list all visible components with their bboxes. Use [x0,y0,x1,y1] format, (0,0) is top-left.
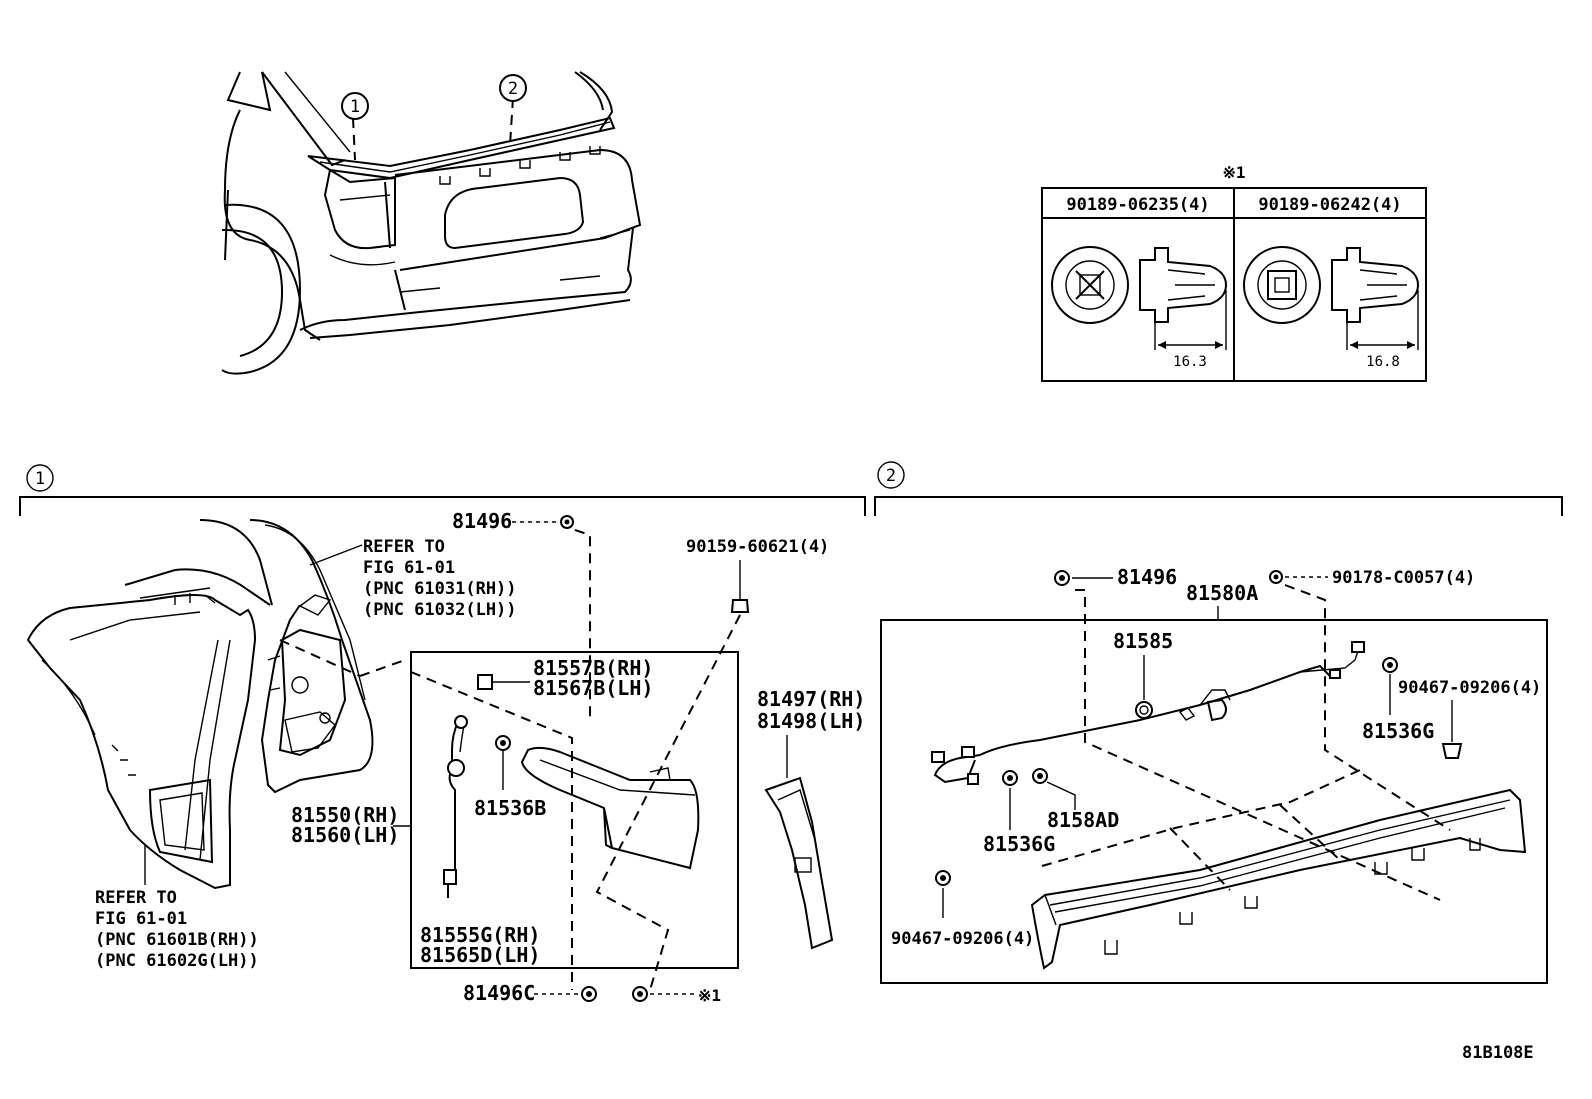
svg-text:81580A: 81580A [1186,581,1258,605]
clip-front-view-1 [1051,246,1129,324]
back-door-garnish-panel [1030,769,1527,970]
svg-text:81567B(LH): 81567B(LH) [533,676,653,700]
section-2-header: 2 [874,461,1563,516]
svg-text:8158AD: 8158AD [1047,808,1119,832]
quarter-inner-panel [26,519,273,890]
svg-text:90467-09206(4): 90467-09206(4) [891,929,1034,949]
svg-text:81497(RH): 81497(RH) [757,687,865,711]
clip-side-view-2: 16.8 [1331,247,1420,370]
clip-dimension-1: 16.3 [1173,354,1207,370]
svg-text:81585: 81585 [1113,629,1173,653]
svg-text:2: 2 [508,79,518,99]
nut-81536b[interactable]: 81536B [474,735,546,820]
clip-part-number-2[interactable]: 90189-06242(4) [1258,195,1401,215]
tail-lamp-81550[interactable]: 81550(RH) 81560(LH) [291,746,700,870]
section-2-number: 2 [886,466,896,486]
tail-lamp-assembly-box [410,651,739,990]
fastener-detail-table: ※1 90189-06235(4) 90189-06242(4) 16.3 [1041,163,1427,382]
svg-text:※1: ※1 [698,986,721,1005]
svg-text:81536G: 81536G [983,832,1055,856]
vehicle-rear-overview [221,71,642,375]
svg-text:81496: 81496 [452,509,512,533]
garnish-81497[interactable]: 81497(RH) 81498(LH) [757,687,865,950]
svg-text:81496C: 81496C [463,981,535,1005]
gasket-81557b[interactable]: 81557B(RH) 81567B(LH) [477,656,653,700]
socket-wire-81555g[interactable]: 81555G(RH) 81565D(LH) [420,715,540,967]
nut-81536g-right[interactable]: 81536G [1362,657,1434,743]
svg-text:81550(RH): 81550(RH) [291,803,399,827]
svg-text:(PNC 61601B(RH)): (PNC 61601B(RH)) [95,930,259,950]
svg-text:81536B: 81536B [474,796,546,820]
clip-dimension-2: 16.8 [1366,354,1400,370]
svg-text:FIG 61-01: FIG 61-01 [363,558,455,578]
clip-90178[interactable]: 90178-C0057(4) [1269,568,1475,831]
svg-text:1: 1 [350,97,360,117]
svg-text:(PNC 61032(LH)): (PNC 61032(LH)) [363,600,517,620]
svg-text:81565D(LH): 81565D(LH) [420,943,540,967]
garnish-assembly-81580a[interactable]: 81580A [880,581,1548,984]
svg-text:REFER TO: REFER TO [363,537,445,557]
svg-text:81536G: 81536G [1362,719,1434,743]
clip-note-mark-1[interactable]: ※1 [632,986,721,1005]
refer-to-fig-quarter-panel[interactable]: REFER TO FIG 61-01 (PNC 61031(RH)) (PNC … [363,537,517,620]
section-1-number: 1 [35,469,45,489]
clip-81496c[interactable]: 81496C [463,981,597,1005]
screw-90159-60621[interactable]: 90159-60621(4) [595,537,829,991]
nut-8158ad[interactable]: 8158AD [1032,768,1119,832]
svg-text:FIG 61-01: FIG 61-01 [95,909,187,929]
bolt-90467-right[interactable]: 90467-09206(4) [1398,678,1541,759]
clip-side-view-1: 16.3 [1139,247,1228,370]
svg-text:90159-60621(4): 90159-60621(4) [686,537,829,557]
bolt-90467-left[interactable]: 90467-09206(4) [891,870,1034,949]
clip-81496-section2[interactable]: 81496 [1054,565,1441,901]
svg-text:81557B(RH): 81557B(RH) [533,656,653,680]
svg-text:81555G(RH): 81555G(RH) [420,923,540,947]
overview-callout-1[interactable]: 1 [341,92,369,120]
clip-part-number-1[interactable]: 90189-06235(4) [1066,195,1209,215]
section-1-header: 1 [19,464,866,516]
note-mark: ※1 [1222,163,1245,182]
svg-text:90467-09206(4): 90467-09206(4) [1398,678,1541,698]
wire-harness-81585[interactable]: 81585 [931,629,1365,785]
clip-front-view-2 [1243,246,1321,324]
svg-text:81560(LH): 81560(LH) [291,823,399,847]
nut-81536g-left[interactable]: 81536G [983,770,1055,856]
quarter-panel-bracket [249,519,406,794]
svg-text:REFER TO: REFER TO [95,888,177,908]
svg-text:81496: 81496 [1117,565,1177,589]
svg-text:81498(LH): 81498(LH) [757,709,865,733]
svg-text:(PNC 61602G(LH)): (PNC 61602G(LH)) [95,951,259,971]
refer-to-fig-inner-panel[interactable]: REFER TO FIG 61-01 (PNC 61601B(RH)) (PNC… [95,888,259,971]
svg-text:(PNC 61031(RH)): (PNC 61031(RH)) [363,579,517,599]
diagram-code: 81B108E [1462,1043,1534,1063]
clip-81496-top[interactable]: 81496 [452,509,591,720]
svg-text:90178-C0057(4): 90178-C0057(4) [1332,568,1475,588]
overview-callout-2[interactable]: 2 [499,74,527,102]
